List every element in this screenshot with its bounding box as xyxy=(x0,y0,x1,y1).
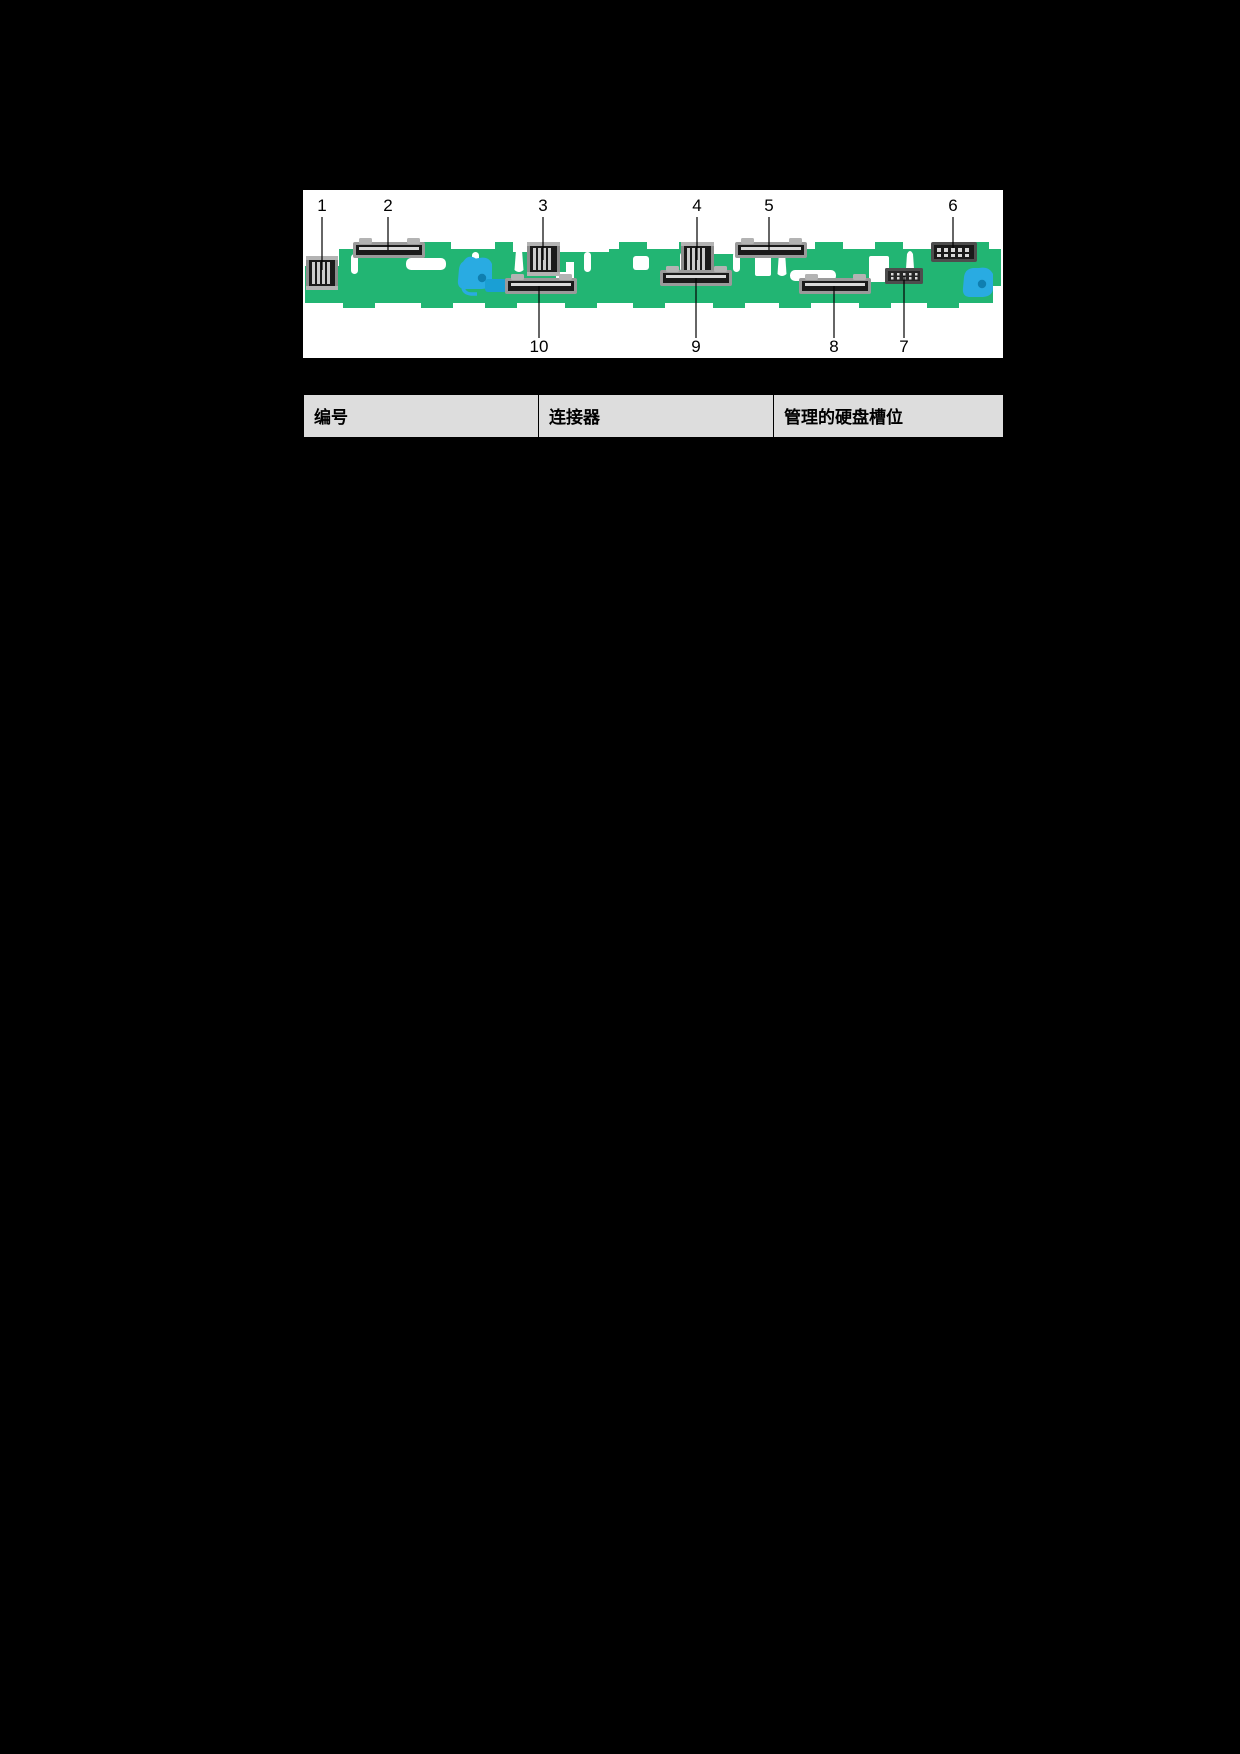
callout-label-1: 1 xyxy=(317,196,326,215)
latch-pivot xyxy=(477,273,487,283)
backplane-illustration: 1 2 3 4 5 6 10 9 8 7 xyxy=(303,190,1003,358)
slot-edge-cut xyxy=(993,286,1003,304)
connector-10 xyxy=(505,274,577,294)
pcb-top-tab-a xyxy=(423,242,429,252)
callout-label-4: 4 xyxy=(692,196,701,215)
callout-label-8: 8 xyxy=(829,337,838,356)
table-header-slots: 管理的硬盘槽位 xyxy=(773,394,1004,438)
callout-numbers-top: 1 2 3 4 5 6 xyxy=(317,196,957,215)
backplane-figure: 1 2 3 4 5 6 10 9 8 7 xyxy=(303,190,1003,358)
callout-label-9: 9 xyxy=(691,337,700,356)
callout-label-5: 5 xyxy=(764,196,773,215)
slot-vent-1 xyxy=(351,254,358,274)
callout-label-2: 2 xyxy=(383,196,392,215)
connector-2 xyxy=(353,238,425,258)
slot-vent-7 xyxy=(514,247,524,272)
slot-rect-2 xyxy=(633,256,649,270)
callout-numbers-bottom: 10 9 8 7 xyxy=(530,337,909,356)
release-latch-icon xyxy=(457,256,507,296)
callout-leaders xyxy=(321,217,954,338)
table-header-number: 编号 xyxy=(303,394,539,438)
latch-body-right xyxy=(962,267,993,297)
slot-rect-5 xyxy=(869,256,889,282)
callout-label-10: 10 xyxy=(530,337,549,356)
slot-vent-3 xyxy=(584,252,591,272)
release-latch-right-icon xyxy=(962,267,993,297)
pcb-top-notch-a xyxy=(513,242,609,252)
table-header-row: 编号 连接器 管理的硬盘槽位 xyxy=(303,394,1004,438)
latch-foot xyxy=(485,279,507,292)
connector-8 xyxy=(799,274,871,294)
callout-label-7: 7 xyxy=(899,337,908,356)
connector-5 xyxy=(735,238,807,258)
latch-pivot-right xyxy=(977,279,987,289)
table-header-connector: 连接器 xyxy=(538,394,774,438)
connector-6 xyxy=(931,242,977,262)
callout-label-3: 3 xyxy=(538,196,547,215)
slot-rect-1 xyxy=(406,258,446,270)
callout-label-6: 6 xyxy=(948,196,957,215)
slot-rect-3 xyxy=(755,254,771,276)
slot-square-1-inner xyxy=(556,262,566,272)
backplane-connector-table: 编号 连接器 管理的硬盘槽位 xyxy=(303,394,1004,438)
